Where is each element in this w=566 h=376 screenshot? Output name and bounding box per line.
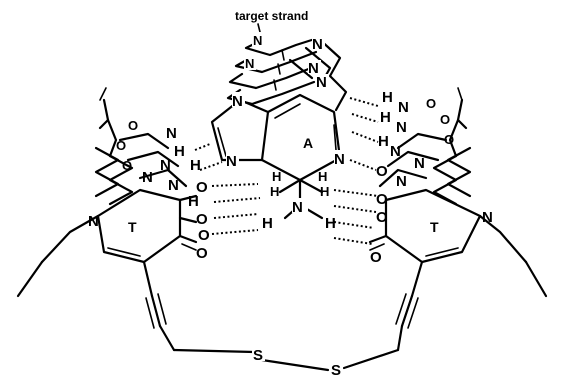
- atom-n: N: [398, 99, 409, 116]
- atom-o: O: [196, 211, 208, 228]
- atom-h: H: [320, 184, 329, 199]
- atom-n: N: [253, 33, 262, 48]
- atom-n: N: [316, 74, 327, 91]
- atom-n: N: [312, 36, 323, 53]
- atom-o: O: [444, 132, 454, 147]
- base-label-t-left: T: [128, 219, 137, 235]
- atom-n-amine: N: [292, 199, 303, 216]
- atom-h: H: [272, 169, 281, 184]
- atom-n: N: [168, 177, 179, 194]
- hydrogen-bonds: [194, 97, 379, 245]
- atom-n: N: [396, 173, 407, 190]
- atom-h: H: [318, 169, 327, 184]
- atom-o: O: [376, 209, 388, 226]
- atom-h: H: [262, 215, 273, 232]
- atom-o: O: [116, 138, 126, 153]
- sulfur-atom-left: S: [253, 347, 263, 364]
- atom-n: N: [308, 60, 319, 77]
- atom-o: O: [440, 112, 450, 127]
- atom-h: H: [270, 184, 279, 199]
- atom-n: N: [160, 157, 171, 174]
- atom-n: N: [232, 93, 243, 110]
- atom-h: H: [174, 143, 185, 160]
- atom-o: O: [198, 227, 210, 244]
- atom-n: N: [396, 119, 407, 136]
- linker-atom-labels: S S: [252, 346, 343, 376]
- adenine-atom-labels: N N N N H H H H H H A: [226, 92, 347, 232]
- right-thymine-stack: [368, 87, 548, 298]
- right-thymine-labels: H N O H N O H N O N O N O O N O T: [370, 89, 493, 266]
- sulfur-atom-right: S: [331, 362, 341, 376]
- atom-n: N: [166, 125, 177, 142]
- atom-o: O: [370, 249, 382, 266]
- atom-o: O: [376, 191, 388, 208]
- left-thymine-stack: [16, 87, 198, 298]
- atom-h: H: [190, 157, 201, 174]
- atom-o: O: [122, 158, 132, 173]
- atom-h: H: [382, 89, 393, 106]
- atom-o: O: [196, 179, 208, 196]
- ladder-n-labels: N N N N N: [244, 32, 329, 91]
- base-label-a: A: [303, 135, 313, 151]
- atom-n: N: [390, 143, 401, 160]
- disulfide-linker: [142, 260, 424, 372]
- atom-n: N: [142, 169, 153, 186]
- atom-o: O: [128, 118, 138, 133]
- atom-n: N: [414, 155, 425, 172]
- atom-n: N: [245, 56, 254, 71]
- atom-n: N: [334, 151, 345, 168]
- atom-h: H: [378, 133, 389, 150]
- atom-h: H: [188, 193, 199, 210]
- atom-o: O: [196, 245, 208, 262]
- atom-n: N: [88, 213, 99, 230]
- atom-o: O: [376, 163, 388, 180]
- atom-h: H: [325, 215, 336, 232]
- atom-h: H: [380, 109, 391, 126]
- atom-n: N: [226, 153, 237, 170]
- atom-o: O: [426, 96, 436, 111]
- diagram-title: target strand: [235, 9, 308, 23]
- base-label-t-right: T: [430, 219, 439, 235]
- atom-n: N: [482, 209, 493, 226]
- left-thymine-labels: O N O H N H O N N O H O N O O T: [88, 118, 210, 262]
